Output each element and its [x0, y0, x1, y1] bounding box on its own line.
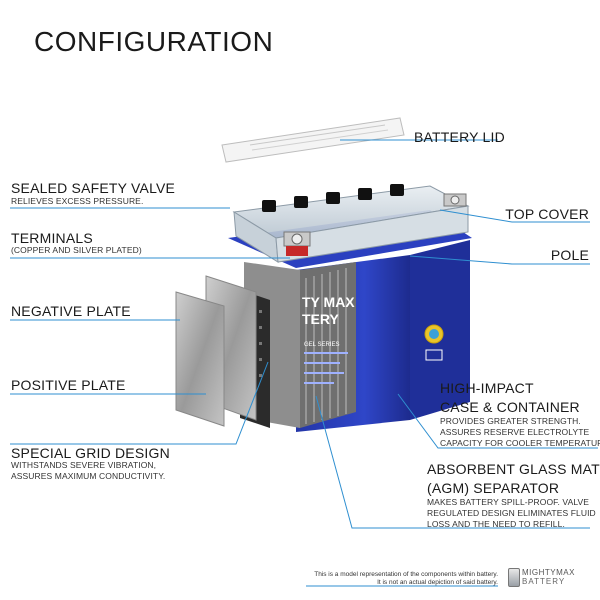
battery-logo-icon [508, 568, 520, 587]
logo-line2: BATTERY [522, 577, 566, 586]
label-case-line1: HIGH-IMPACT [440, 380, 534, 396]
label-case-sub3: CAPACITY FOR COOLER TEMPERATURES. [440, 438, 600, 448]
leader-pole [409, 255, 590, 265]
label-special-grid-sub2: ASSURES MAXIMUM CONDUCTIVITY. [11, 471, 166, 481]
label-pole: POLE [550, 247, 589, 263]
label-negative-plate: NEGATIVE PLATE [11, 303, 131, 319]
mightymax-logo: MIGHTYMAX BATTERY [508, 566, 588, 588]
disclaimer-line1: This is a model representation of the co… [314, 571, 498, 578]
label-agm-line1: ABSORBENT GLASS MAT [427, 461, 600, 477]
label-agm-line2: (AGM) SEPARATOR [427, 480, 560, 496]
label-terminals: TERMINALS [11, 230, 93, 246]
leader-special-grid [10, 361, 269, 445]
label-positive-plate: POSITIVE PLATE [11, 377, 126, 393]
label-agm-sub3: LOSS AND THE NEED TO REFILL. [427, 519, 565, 529]
terminal-right [443, 193, 467, 207]
label-agm-sub1: MAKES BATTERY SPILL-PROOF. VALVE [427, 497, 590, 507]
negative-plate [175, 291, 225, 427]
label-case-sub1: PROVIDES GREATER STRENGTH. [440, 416, 581, 426]
label-special-grid: SPECIAL GRID DESIGN [11, 445, 170, 461]
label-sealed-safety-valve: SEALED SAFETY VALVE [11, 180, 176, 196]
label-case-line2: CASE & CONTAINER [440, 399, 580, 415]
battery-brand-2: TERY [302, 311, 339, 327]
label-agm-sub2: REGULATED DESIGN ELIMINATES FLUID [427, 508, 596, 518]
leader-top-cover [439, 209, 590, 223]
label-special-grid-sub1: WITHSTANDS SEVERE VIBRATION, [11, 460, 157, 470]
terminal-left [283, 231, 311, 256]
page-title: CONFIGURATION [34, 26, 274, 57]
battery-series: GEL SERIES [304, 342, 339, 348]
leader-case [397, 393, 598, 449]
battery-brand-1: TY MAX [302, 294, 355, 310]
label-top-cover: TOP COVER [505, 206, 589, 222]
label-case-sub2: ASSURES RESERVE ELECTROLYTE [440, 427, 590, 437]
battery-label: TY MAX TERY GEL SERIES [302, 294, 444, 384]
label-sealed-safety-valve-sub: RELIEVES EXCESS PRESSURE. [11, 196, 144, 206]
disclaimer-line2: It is not an actual depiction of said ba… [377, 579, 498, 586]
leader-agm [315, 395, 590, 529]
label-battery-lid: BATTERY LID [414, 129, 505, 145]
valve-caps [262, 184, 404, 212]
logo-line1: MIGHTYMAX [522, 568, 575, 577]
label-terminals-sub: (COPPER AND SILVER PLATED) [11, 245, 142, 255]
battery-lid [221, 117, 405, 163]
leader-lines [10, 139, 598, 529]
